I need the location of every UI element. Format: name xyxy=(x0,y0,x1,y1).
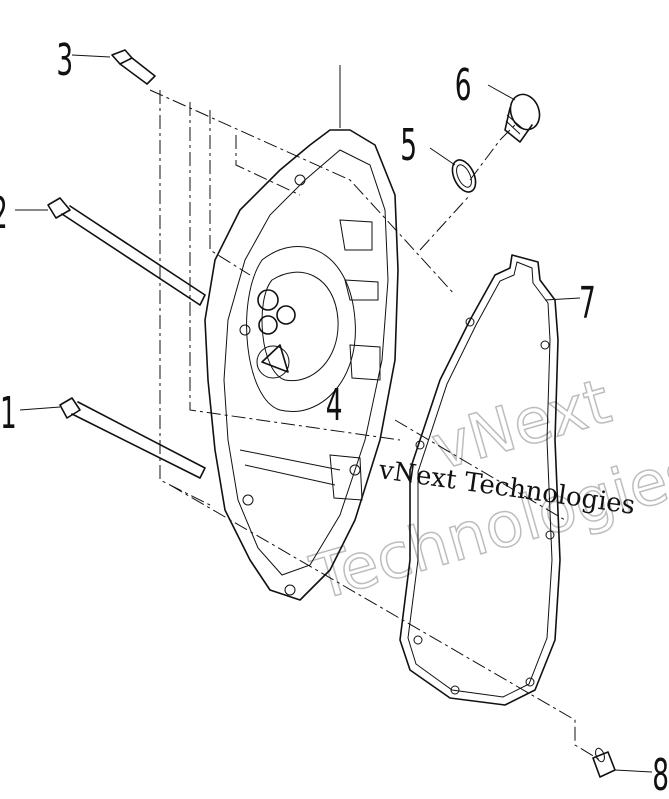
part-label-6: 6 xyxy=(455,59,472,111)
part-label-2: 2 xyxy=(0,187,8,239)
part-label-7: 7 xyxy=(579,277,596,329)
part-label-3: 3 xyxy=(56,34,73,86)
part-number-labels: 4 3 6 5 2 7 1 8 xyxy=(0,34,669,799)
callout-leaders xyxy=(15,54,653,773)
part-label-5: 5 xyxy=(400,119,417,171)
leader-lines xyxy=(149,89,601,761)
gasket-part-7 xyxy=(399,254,561,706)
part-label-8: 8 xyxy=(652,749,669,799)
part-label-4: 4 xyxy=(326,379,343,431)
part-label-1: 1 xyxy=(0,387,17,439)
bolt-part-1 xyxy=(59,397,206,479)
engine-cover-part-4 xyxy=(204,129,399,601)
bolt-part-3 xyxy=(111,49,156,85)
washer-part-5 xyxy=(451,159,477,193)
plug-part-6 xyxy=(504,93,541,143)
dowel-pin-part-8 xyxy=(592,747,616,778)
bolt-part-2 xyxy=(47,197,206,306)
